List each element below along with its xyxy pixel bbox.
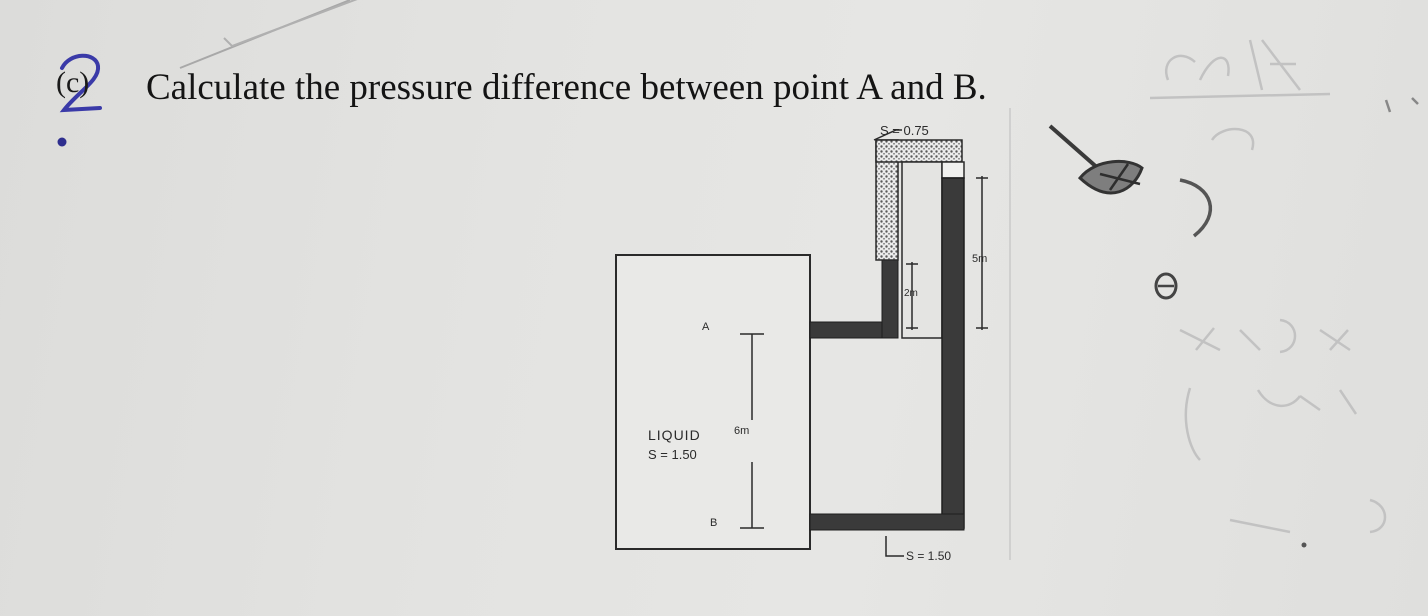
handwritten-two: [59, 53, 102, 113]
liquid-sg-label: S = 1.50: [648, 447, 697, 462]
upper-pipe: [809, 139, 963, 339]
point-b-label: B: [710, 517, 717, 529]
liquid-tank: [615, 254, 811, 550]
bottom-fluid-label: S = 1.50: [906, 549, 951, 563]
faint-pencil-notes: [1149, 39, 1387, 534]
dimension-2m: [906, 262, 918, 330]
question-label: (c): [56, 66, 90, 99]
dimension-5m: [976, 176, 988, 330]
height-small-label: 2m: [904, 288, 918, 299]
top-fluid-label: S = 0.75: [880, 123, 929, 138]
point-a-label: A: [702, 321, 710, 333]
right-leg: [941, 161, 965, 529]
height-ab-label: 6m: [734, 425, 749, 437]
lower-pipe: [809, 513, 965, 531]
liquid-label: LIQUID: [648, 427, 701, 443]
question-text: Calculate the pressure difference betwee…: [146, 67, 987, 108]
dimension-6m: [740, 333, 764, 529]
pen-dot: [57, 137, 67, 147]
pencil-sketch-icon: [1048, 97, 1419, 548]
height-right-label: 5m: [972, 253, 987, 265]
